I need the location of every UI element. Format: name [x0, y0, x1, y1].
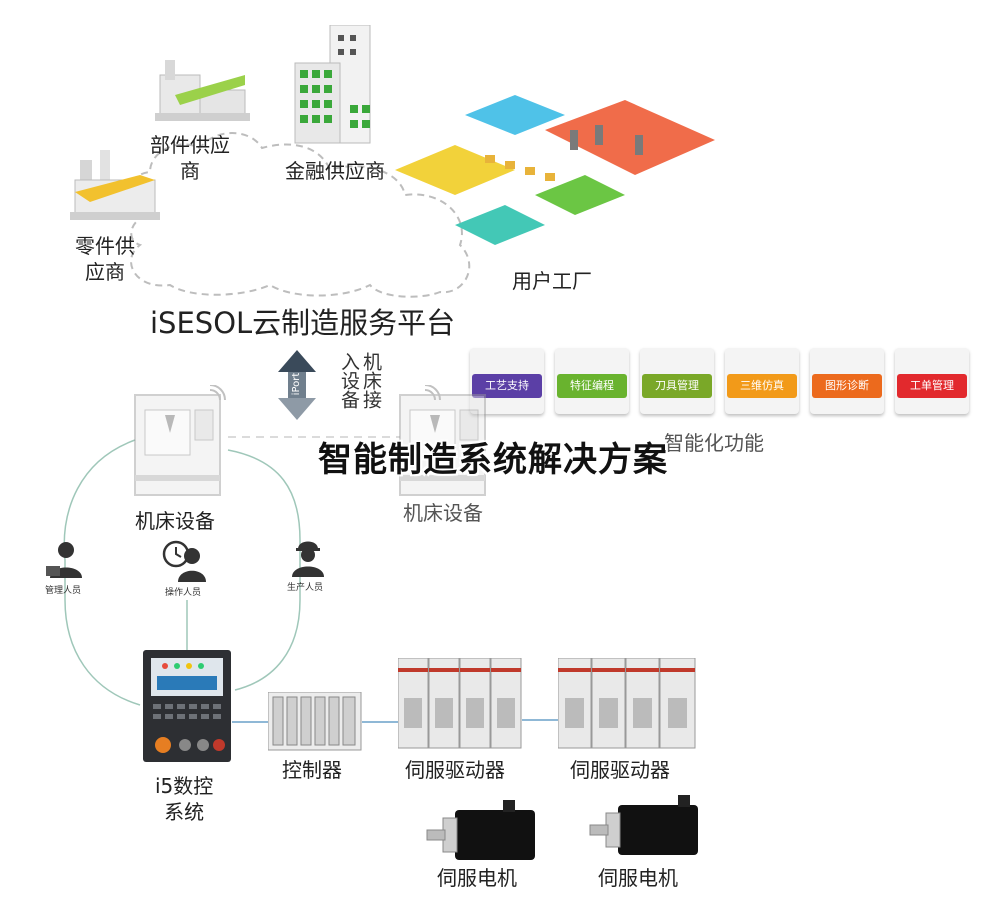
servo-driver-1-label: 伺服驱动器: [405, 758, 505, 782]
producer-icon: [292, 541, 324, 577]
machine-right-label: 机床设备: [403, 501, 483, 525]
machine-tool-left: [134, 385, 226, 496]
parts-supplier-building: [155, 60, 250, 121]
cnc-system-panel: [143, 650, 231, 762]
component-supplier-label: 零件供 应商: [75, 234, 135, 284]
servo-motor-2-label: 伺服电机: [598, 866, 678, 890]
function-button-process-support[interactable]: 工艺支持: [470, 348, 544, 414]
manager-icon: [46, 542, 82, 578]
operator-icon: [162, 540, 206, 582]
function-label: 工艺支持: [472, 374, 542, 398]
servo-driver-group-2: [558, 658, 696, 749]
controller-label: 控制器: [282, 758, 342, 782]
producer-label: 生产人员: [287, 583, 324, 593]
function-label: 工单管理: [897, 374, 967, 398]
servo-motor-1-label: 伺服电机: [437, 866, 517, 890]
function-label: 特征编程: [557, 374, 627, 398]
function-label: 图形诊断: [812, 374, 882, 398]
servo-motor-2: [589, 795, 698, 855]
finance-supplier-building: [294, 25, 371, 144]
function-button-feature-programming[interactable]: 特征编程: [555, 348, 629, 414]
manager-label: 管理人员: [45, 586, 82, 596]
function-label: 三维仿真: [727, 374, 797, 398]
cloud-outline: [126, 132, 471, 298]
loop-left: [63, 439, 141, 706]
function-button-graphic-diagnosis[interactable]: 图形诊断: [810, 348, 884, 414]
user-factory-label: 用户工厂: [512, 269, 592, 293]
servo-motor-1: [426, 800, 535, 860]
user-factory-illustration: [395, 95, 715, 245]
component-supplier-building: [70, 150, 160, 220]
headline: 智能制造系统解决方案: [318, 440, 668, 480]
finance-supplier-label: 金融供应商: [285, 159, 385, 183]
servo-driver-group-1: [398, 658, 522, 749]
machine-access-label: 机床接 入设备: [338, 352, 382, 409]
cnc-label: i5数控 系统: [155, 774, 214, 824]
iport-label: iPort: [291, 372, 302, 396]
platform-title: iSESOL云制造服务平台: [150, 306, 456, 340]
function-button-work-order[interactable]: 工单管理: [895, 348, 969, 414]
function-button-tool-management[interactable]: 刀具管理: [640, 348, 714, 414]
machine-tool-right: [399, 385, 486, 496]
parts-supplier-label: 部件供应 商: [150, 133, 230, 183]
iport-arrow: [278, 350, 316, 420]
servo-driver-2-label: 伺服驱动器: [570, 758, 670, 782]
function-label: 刀具管理: [642, 374, 712, 398]
smart-functions-caption: 智能化功能: [664, 431, 764, 455]
machine-left-label: 机床设备: [135, 509, 215, 533]
controller-device: [268, 692, 362, 751]
function-button-3d-simulation[interactable]: 三维仿真: [725, 348, 799, 414]
operator-label: 操作人员: [165, 588, 202, 598]
